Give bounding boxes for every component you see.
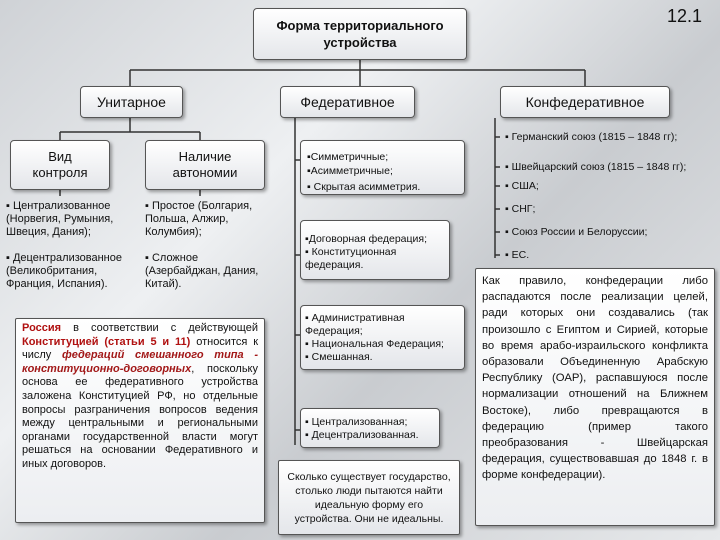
federal-group-box: ▪Симметричные; ▪Асимметричные; ▪ Скрытая… — [300, 140, 465, 195]
confederal-item: ▪ СНГ; — [505, 203, 536, 215]
russia-note: Россия в соответствии с действующей Конс… — [22, 322, 258, 472]
unitary-box: Унитарное — [80, 86, 183, 118]
confederal-item: ▪ Союз России и Белоруссии; — [505, 226, 648, 238]
federal-group-item: ▪Асимметричные; — [307, 164, 393, 177]
confederation-note: Как правило, конфедерации либо распадают… — [482, 275, 708, 482]
quote-text: Сколько существует государство, столько … — [287, 470, 451, 525]
quote-box: Сколько существует государство, столько … — [278, 460, 460, 535]
federal-group-item: ▪ Административная Федерация; — [305, 312, 405, 337]
federal-label: Федеративное — [300, 94, 395, 110]
confederal-label: Конфедеративное — [525, 94, 645, 110]
control-item: ▪ Децентрализованное (Великобритания, Фр… — [6, 252, 122, 290]
federal-group-box: ▪Договорная федерация; ▪ Конституционная… — [300, 220, 450, 280]
federal-group-item: ▪Договорная федерация; — [305, 233, 427, 245]
confederal-item: ▪ Германский союз (1815 – 1848 гг); — [505, 131, 678, 143]
page-title: Форма территориального устройства — [276, 18, 444, 50]
confederal-items: ▪ Германский союз (1815 – 1848 гг); ▪ Шв… — [505, 131, 717, 262]
federal-box: Федеративное — [280, 86, 415, 118]
autonomy-box: Наличие автономии — [145, 140, 265, 190]
confederal-box: Конфедеративное — [500, 86, 670, 118]
constitution-ref: Конституцией (статьи 5 и 11) — [22, 335, 191, 348]
autonomy-items: ▪ Простое (Болгария, Польша, Алжир, Колу… — [145, 200, 270, 291]
federal-group-item: ▪ Централизованная; — [305, 416, 408, 428]
autonomy-item: ▪ Простое (Болгария, Польша, Алжир, Колу… — [145, 200, 253, 238]
federal-group-box: ▪ Централизованная; ▪ Децентрализованная… — [300, 408, 440, 448]
autonomy-label: Наличие автономии — [172, 149, 238, 180]
autonomy-item: ▪ Сложное (Азербайджан, Дания, Китай). — [145, 252, 259, 290]
slide-number: 12.1 — [666, 6, 702, 26]
federal-group-item: ▪ Смешанная. — [305, 351, 373, 363]
control-label: Вид контроля — [32, 149, 88, 180]
russia-note-box: Россия в соответствии с действующей Конс… — [15, 318, 265, 523]
federal-group-box: ▪ Административная Федерация; ▪ Национал… — [300, 305, 465, 370]
federal-group-item: ▪ Скрытая асимметрия. — [307, 181, 421, 193]
federal-group-item: ▪Симметричные; — [307, 151, 389, 163]
confederal-item: ▪ Швейцарский союз (1815 – 1848 гг); — [505, 161, 687, 173]
federal-group-item: ▪ Конституционная федерация. — [305, 246, 397, 271]
confederation-note-box: Как правило, конфедерации либо распадают… — [475, 268, 715, 526]
federal-group-item: ▪ Национальная Федерация; — [305, 338, 444, 350]
unitary-label: Унитарное — [97, 94, 166, 110]
confederal-item: ▪ ЕС. — [505, 249, 530, 261]
russia-text: , поскольку основа ее федеративного устр… — [22, 362, 258, 470]
russia-text: относится к числу — [22, 335, 258, 362]
confederal-item: ▪ США; — [505, 180, 539, 192]
control-items: ▪ Централизованное (Норвегия, Румыния, Ш… — [6, 200, 136, 291]
control-item: ▪ Централизованное (Норвегия, Румыния, Ш… — [6, 200, 114, 238]
russia-word: Россия — [22, 322, 62, 334]
federal-group-item: ▪ Децентрализованная. — [305, 429, 419, 441]
federation-type: федераций смешанного типа - конституцион… — [22, 349, 258, 375]
russia-text: в соответствии с действующей — [61, 322, 258, 334]
control-box: Вид контроля — [10, 140, 110, 190]
title-box: Форма территориального устройства — [253, 8, 467, 60]
